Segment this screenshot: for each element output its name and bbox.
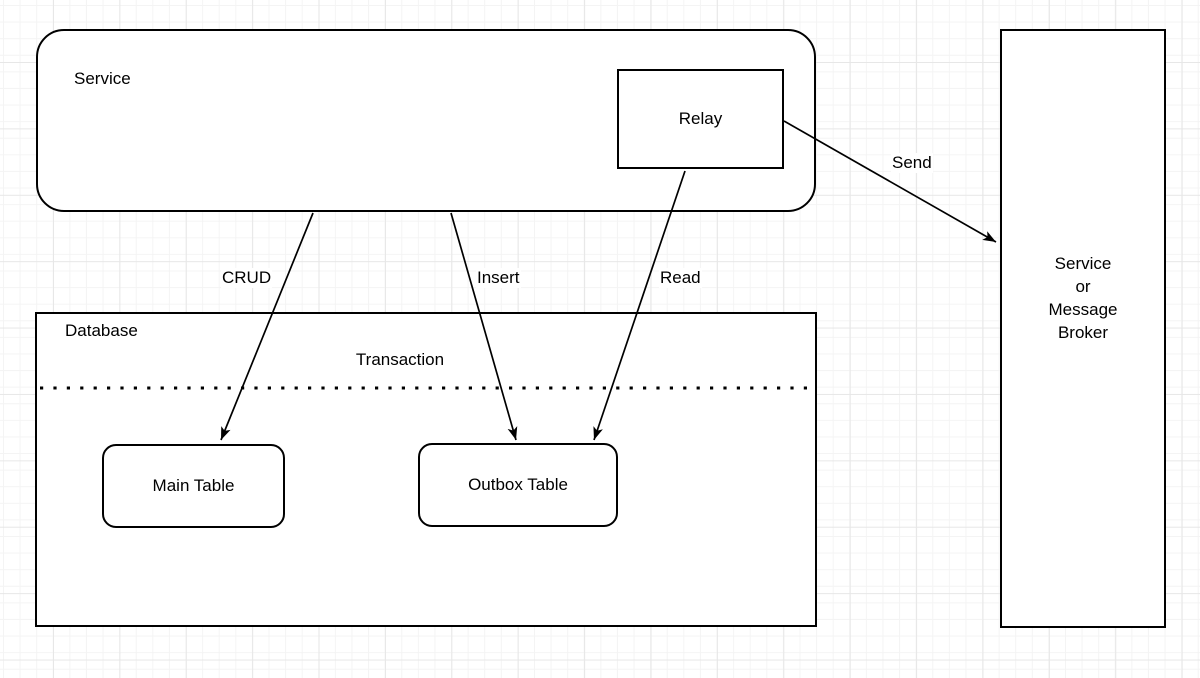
read-arrow-label: Read [659,268,702,288]
broker-label-line-2: or [1075,277,1091,296]
service-node-label: Service [74,69,131,88]
outbox-table-node: Outbox Table [418,443,618,527]
crud-arrow-label: CRUD [221,268,273,288]
transaction-label: Transaction [355,350,445,369]
message-broker-node: Service or Message Broker [1000,29,1166,628]
outbox-table-node-label: Outbox Table [468,475,568,494]
relay-node: Relay [617,69,784,169]
database-node-label: Database [65,321,138,340]
insert-arrow-label: Insert [476,268,521,288]
broker-label-line-4: Broker [1057,323,1109,342]
relay-node-label: Relay [678,109,723,128]
message-broker-node-label: Service or Message Broker [1002,252,1164,344]
broker-label-line-3: Message [1048,300,1118,319]
broker-label-line-1: Service [1054,254,1112,273]
send-arrow-label: Send [891,153,933,173]
main-table-node: Main Table [102,444,285,528]
main-table-node-label: Main Table [152,476,235,495]
